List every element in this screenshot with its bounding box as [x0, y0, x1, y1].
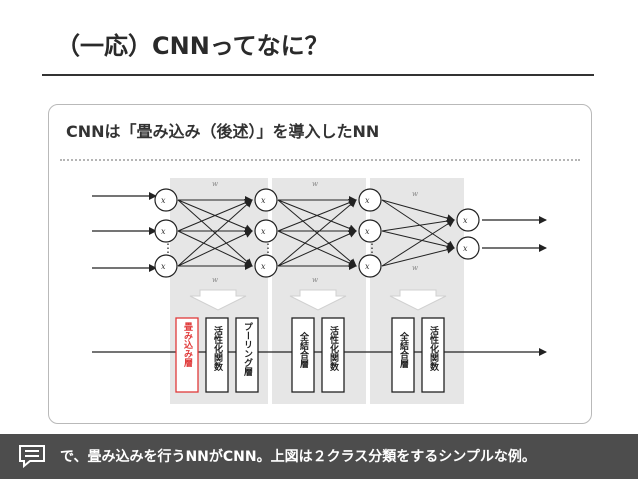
node [154, 254, 178, 278]
weight-label: w [312, 180, 318, 188]
ellipsis: ⋮ [262, 241, 274, 255]
node-label: x [261, 227, 266, 236]
node [254, 188, 278, 212]
activation-label: 活性化関数 [428, 325, 439, 372]
slide-title: （一応）CNNってなに？ [56, 32, 329, 60]
activation-label: 活性化関数 [212, 325, 223, 372]
node-label: x [463, 216, 468, 225]
node [358, 188, 382, 212]
node-label: x [365, 262, 370, 271]
node-label: x [365, 196, 370, 205]
node [456, 208, 480, 232]
node-label: x [261, 196, 266, 205]
weight-label: w [212, 276, 218, 284]
comment-icon [19, 445, 45, 468]
node [154, 219, 178, 243]
node-label: x [261, 262, 266, 271]
activation-label: 活性化関数 [328, 325, 339, 372]
fc-layer-box [391, 317, 415, 393]
card-heading: CNNは「畳み込み（後述）」を導入したNN [66, 122, 380, 141]
activation-box [421, 317, 445, 393]
node [254, 219, 278, 243]
title-underline [42, 74, 594, 76]
weight-label: w [212, 180, 218, 188]
node-label: x [161, 262, 166, 271]
ellipsis: ⋮ [162, 241, 174, 255]
connections-2 [277, 196, 357, 270]
node-label: x [161, 196, 166, 205]
node-label: x [161, 227, 166, 236]
down-arrow [389, 289, 447, 311]
node-label: x [365, 227, 370, 236]
pooling-layer-label: プーリング層 [242, 321, 253, 377]
connections-1 [177, 196, 253, 270]
conv-layer-box [175, 317, 199, 393]
footer-text: で、畳み込みを行うNNがCNN。上図は２クラス分類をするシンプルな例。 [60, 449, 536, 465]
fc-layer-label: 全結合層 [398, 331, 410, 369]
node-label: x [463, 244, 468, 253]
node [358, 254, 382, 278]
footer-bar: で、畳み込みを行うNNがCNN。上図は２クラス分類をするシンプルな例。 [0, 434, 638, 479]
activation-box [205, 317, 229, 393]
node [358, 219, 382, 243]
weight-label: w [412, 264, 418, 272]
pooling-layer-box [235, 317, 259, 393]
down-arrow [189, 289, 247, 311]
weight-label: w [312, 276, 318, 284]
dotted-divider [60, 159, 580, 161]
fc-layer-label: 全結合層 [298, 331, 310, 369]
connections-3 [381, 199, 455, 267]
activation-box [321, 317, 345, 393]
weight-label: w [412, 190, 418, 198]
down-arrow [289, 289, 347, 311]
fc-layer-box [291, 317, 315, 393]
node [154, 188, 178, 212]
node [254, 254, 278, 278]
conv-layer-label: 畳み込み層 [182, 322, 193, 368]
ellipsis: ⋮ [366, 241, 378, 255]
node [456, 236, 480, 260]
